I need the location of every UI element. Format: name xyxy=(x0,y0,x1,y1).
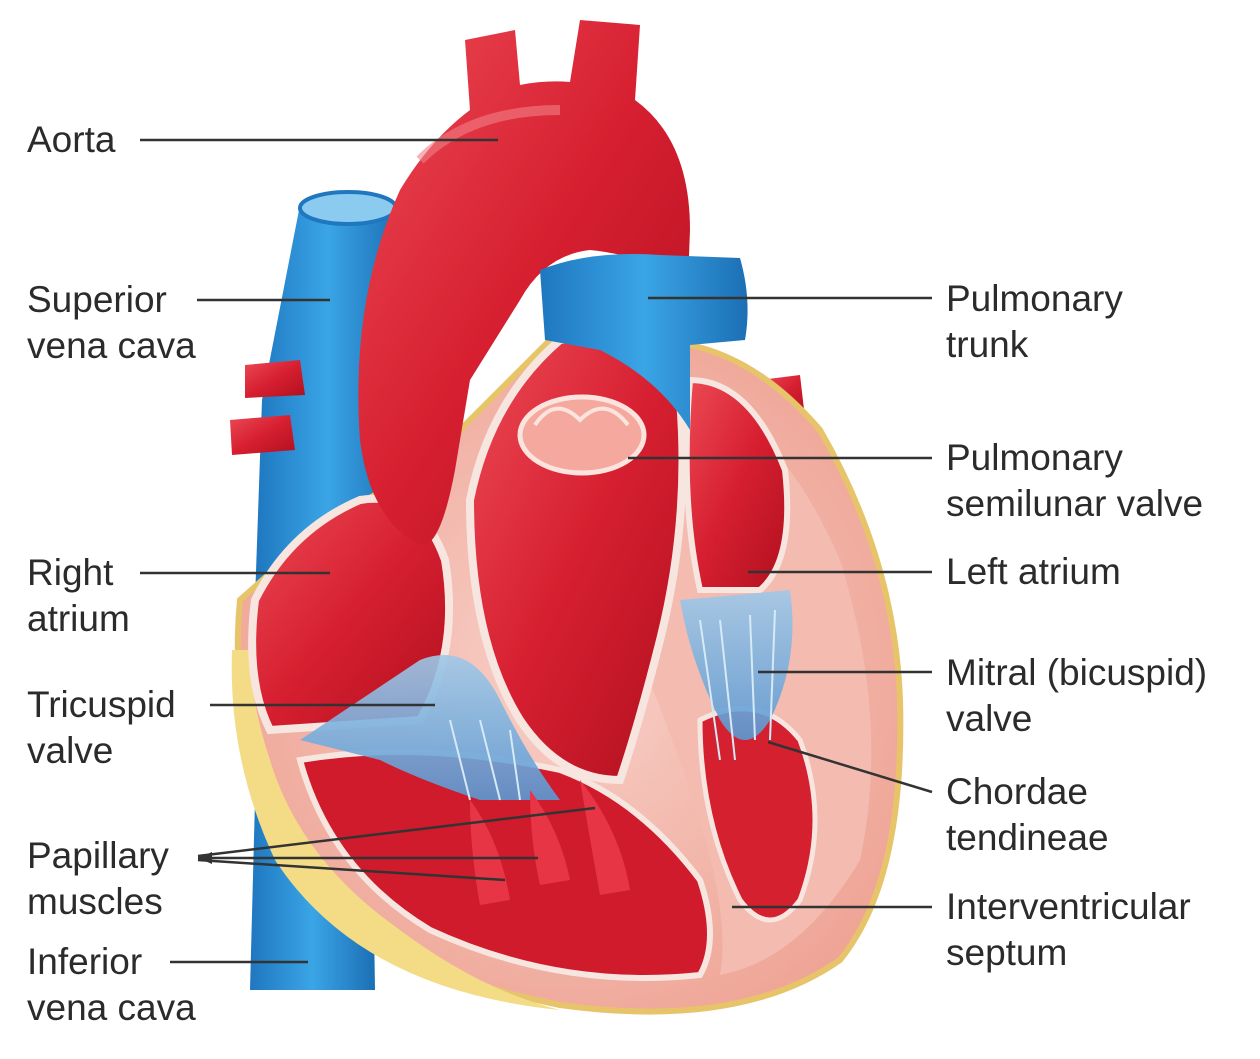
label-pulmonary-semilunar-valve-line2: semilunar valve xyxy=(946,483,1204,524)
label-papillary-muscles-line2: muscles xyxy=(27,881,163,922)
pulmonary-valve-cusps xyxy=(517,394,647,476)
label-superior-vena-cava: Superior vena cava xyxy=(27,277,196,369)
label-papillary-muscles: Papillary muscles xyxy=(27,833,169,925)
label-pulmonary-semilunar-valve: Pulmonary semilunar valve xyxy=(946,435,1203,527)
right-atrium-chamber xyxy=(248,494,454,735)
label-left-atrium: Left atrium xyxy=(946,549,1121,595)
label-inferior-vena-cava-line1: Inferior xyxy=(27,941,143,982)
aorta-vessel xyxy=(358,20,690,546)
label-chordae-tendineae-line1: Chordae xyxy=(946,771,1088,812)
label-pulmonary-semilunar-valve-line1: Pulmonary xyxy=(946,437,1123,478)
label-superior-vena-cava-line1: Superior xyxy=(27,279,167,320)
label-mitral-valve-line1: Mitral (bicuspid) xyxy=(946,652,1208,693)
label-interventricular-septum: Interventricular septum xyxy=(946,884,1191,976)
mitral-valve-leaflets xyxy=(680,590,793,740)
epicardial-fat xyxy=(231,650,560,1010)
label-pulmonary-trunk-line2: trunk xyxy=(946,324,1029,365)
right-pulmonary-vein-upper xyxy=(245,360,305,398)
label-chordae-tendineae: Chordae tendineae xyxy=(946,769,1109,861)
label-inferior-vena-cava: Inferior vena cava xyxy=(27,939,196,1031)
label-left-atrium-text: Left atrium xyxy=(946,551,1121,592)
label-right-atrium-line2: atrium xyxy=(27,598,130,639)
label-right-atrium: Right atrium xyxy=(27,550,130,642)
label-papillary-muscles-line1: Papillary xyxy=(27,835,169,876)
label-interventricular-septum-line2: septum xyxy=(946,932,1068,973)
tricuspid-valve-leaflets xyxy=(300,655,560,800)
label-inferior-vena-cava-line2: vena cava xyxy=(27,987,196,1028)
label-tricuspid-valve: Tricuspid valve xyxy=(27,682,176,774)
label-chordae-tendineae-line2: tendineae xyxy=(946,817,1109,858)
label-tricuspid-valve-line1: Tricuspid xyxy=(27,684,176,725)
label-right-atrium-line1: Right xyxy=(27,552,114,593)
label-mitral-valve: Mitral (bicuspid) valve xyxy=(946,650,1207,742)
left-ventricle-chamber xyxy=(697,706,818,923)
label-aorta: Aorta xyxy=(27,117,115,163)
label-pulmonary-trunk-line1: Pulmonary xyxy=(946,278,1123,319)
label-mitral-valve-line2: valve xyxy=(946,698,1033,739)
right-pulmonary-vein-lower xyxy=(230,415,295,455)
label-aorta-text: Aorta xyxy=(27,119,116,160)
left-atrium-chamber xyxy=(683,376,791,593)
label-tricuspid-valve-line2: valve xyxy=(27,730,114,771)
chordae-strands xyxy=(449,609,776,801)
label-interventricular-septum-line1: Interventricular xyxy=(946,886,1191,927)
leader-lines xyxy=(140,138,933,964)
papillary-arrowhead xyxy=(198,852,212,864)
label-pulmonary-trunk: Pulmonary trunk xyxy=(946,276,1123,368)
label-superior-vena-cava-line2: vena cava xyxy=(27,325,196,366)
